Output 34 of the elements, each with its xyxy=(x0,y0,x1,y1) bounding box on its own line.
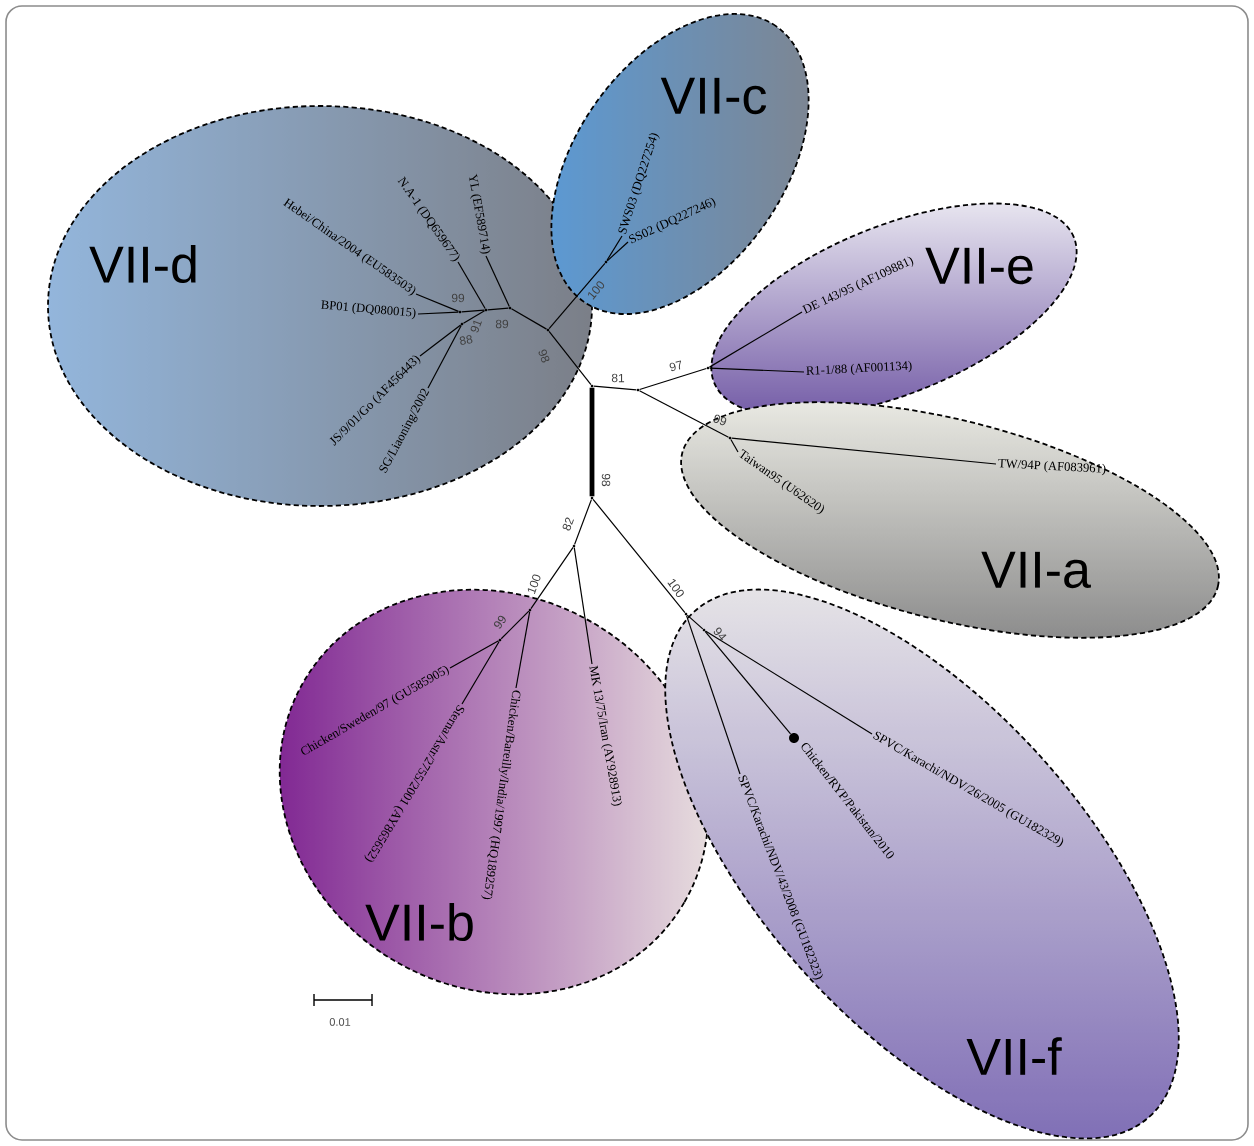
branch-line xyxy=(593,385,637,391)
branch-line xyxy=(500,610,530,640)
branch-line xyxy=(417,311,459,315)
branch-line xyxy=(606,241,629,262)
branch-line xyxy=(592,498,686,614)
branch-line xyxy=(548,330,592,386)
branch-line xyxy=(708,311,803,368)
branch-line xyxy=(427,324,462,389)
branch-line xyxy=(574,499,592,545)
branch-line xyxy=(638,390,730,438)
branch-line xyxy=(462,310,486,324)
branch-line xyxy=(415,293,460,312)
branch-line xyxy=(730,438,739,453)
branch-line xyxy=(704,630,873,735)
branch-line xyxy=(731,437,997,465)
branch-line xyxy=(457,261,486,310)
branch-line xyxy=(461,640,500,705)
branch-line xyxy=(548,262,606,330)
branch-line xyxy=(515,611,531,689)
branch-line xyxy=(639,367,707,391)
branch-line xyxy=(461,309,485,313)
branch-line xyxy=(589,387,595,497)
branch-line xyxy=(530,546,574,610)
branch-line xyxy=(606,235,623,262)
branch-line xyxy=(704,630,792,735)
branch-line xyxy=(419,324,462,357)
branch-line xyxy=(709,367,805,373)
branch-line xyxy=(686,614,704,630)
branch-line xyxy=(573,547,593,665)
branch-line xyxy=(487,307,509,311)
branch-line xyxy=(485,255,510,308)
branch-line xyxy=(685,615,741,775)
branch-line xyxy=(510,308,548,330)
branch-line xyxy=(449,640,500,669)
